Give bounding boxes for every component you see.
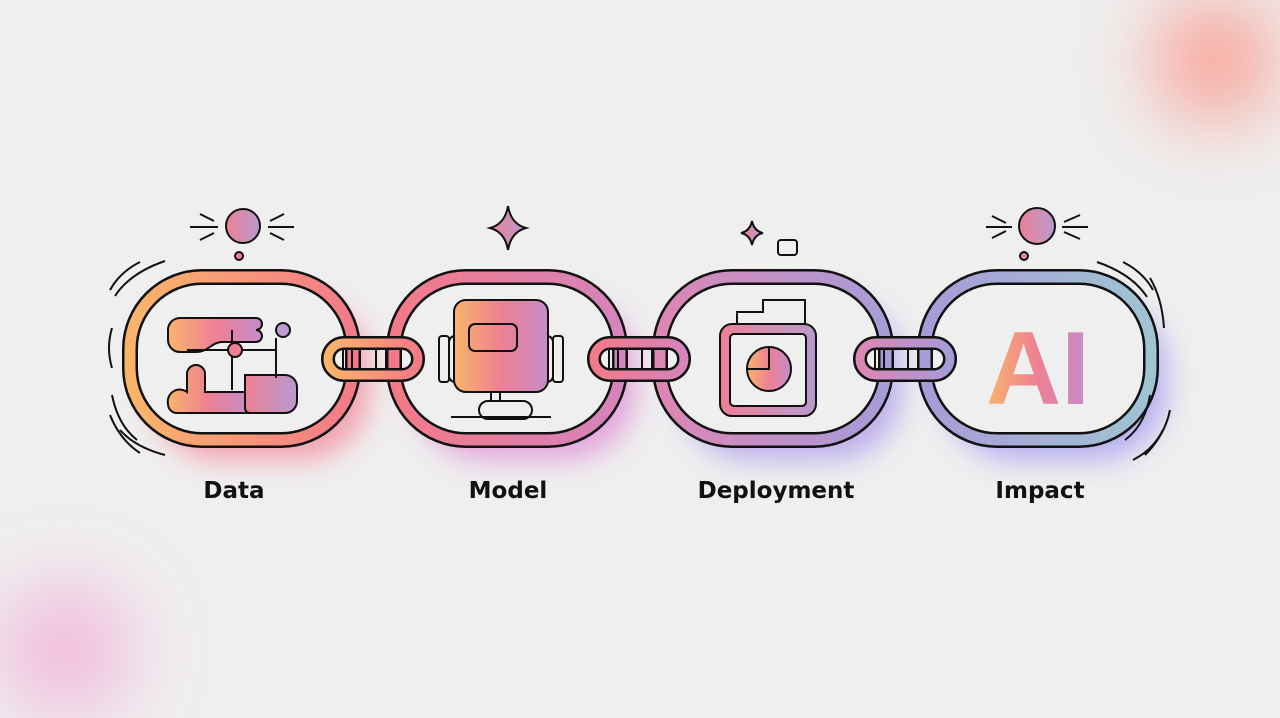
corner-glow-top-right <box>1155 0 1275 120</box>
stage-label-data: Data <box>203 478 265 504</box>
chain-link-data <box>122 269 361 448</box>
stage-label-deployment: Deployment <box>697 478 855 504</box>
deploy-chart-icon <box>719 299 817 417</box>
corner-glow-bottom-left <box>0 585 130 715</box>
sparkle-icon <box>486 205 530 251</box>
connector-1 <box>321 336 425 382</box>
monitor-icon <box>438 299 564 420</box>
sun-icon-impact <box>986 207 1088 261</box>
stage-label-model: Model <box>468 478 548 504</box>
small-sparkle-icon <box>740 220 764 246</box>
data-flow-icon <box>166 317 298 414</box>
connector-3 <box>853 336 957 382</box>
connector-2 <box>587 336 691 382</box>
motion-lines-left-icon <box>108 260 166 456</box>
small-square-icon <box>777 239 798 256</box>
sun-icon-data <box>190 208 294 261</box>
chain-link-impact <box>917 269 1159 448</box>
ai-icon: AI <box>986 311 1090 427</box>
stage-label-impact: Impact <box>995 478 1085 504</box>
motion-lines-right-icon <box>1096 261 1171 461</box>
